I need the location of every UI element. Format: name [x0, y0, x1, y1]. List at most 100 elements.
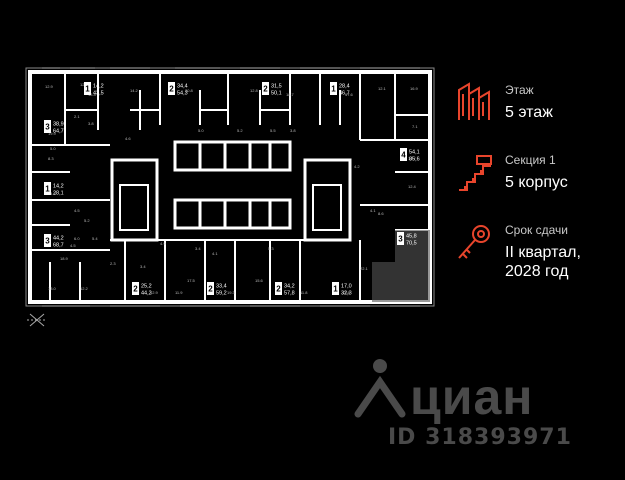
- room-area-label: 12.9: [45, 84, 54, 89]
- room-area-label: 12.9: [150, 290, 159, 295]
- room-area-label: 5.2: [237, 128, 243, 133]
- apartment-rooms: 2: [276, 285, 281, 294]
- apartment-rooms: 2: [208, 285, 213, 294]
- apartment-total-area: 54,3: [177, 91, 188, 97]
- apartment-living-area: 14,2: [93, 84, 104, 90]
- apartment-rooms-box: [207, 282, 214, 295]
- apartment-rooms: 3: [45, 237, 50, 246]
- room-area-label: 20.8: [185, 88, 194, 93]
- room-area-label: 16.9: [410, 86, 419, 91]
- apartment-rooms: 1: [331, 85, 336, 94]
- apartment-total-area: 43,5: [93, 91, 104, 97]
- room-area-label: 5.4: [92, 236, 98, 241]
- apartment-living-area: 34,4: [177, 84, 188, 90]
- apartment-rooms: 2: [263, 85, 268, 94]
- section-value: 5 корпус: [505, 174, 568, 191]
- selected-apartment[interactable]: [372, 262, 430, 302]
- room-area-label: 8.6: [378, 211, 384, 216]
- apartment-living-area: 14,2: [53, 184, 64, 190]
- apartment-rooms: 1: [85, 85, 90, 94]
- room-area-label: 14.2: [48, 191, 57, 196]
- apartment-rooms-box: [44, 182, 51, 195]
- apartment-total-area: 44,2: [141, 291, 152, 297]
- apartment-rooms: 1: [333, 285, 338, 294]
- room-area-label: 11.8: [300, 290, 308, 295]
- apartment-living-area: 25,2: [141, 284, 152, 290]
- room-area-label: 4.6: [125, 136, 131, 141]
- room-area-label: 12.4: [408, 184, 417, 189]
- room-area-label: 15.6: [255, 278, 264, 283]
- apartment-living-area: 45,8: [406, 234, 417, 240]
- apartment-living-area: 17,0: [341, 284, 352, 290]
- room-area-label: 7.1: [412, 124, 418, 129]
- floor-label: Этаж: [505, 83, 534, 97]
- room-area-label: 18.4: [88, 92, 97, 97]
- apartment-rooms-box: [84, 82, 91, 95]
- apartment-total-area: 64,7: [53, 129, 64, 135]
- room-area-label: 5.5: [270, 128, 276, 133]
- apartment-living-area: 44,2: [53, 236, 64, 242]
- room-area-label: 5.0: [50, 146, 56, 151]
- room-area-label: 11.9: [175, 290, 183, 295]
- compass-icon: [27, 313, 47, 327]
- room-area-label: 17.6: [345, 92, 354, 97]
- room-area-label: 5.2: [84, 218, 90, 223]
- room-area-label: 22.1: [360, 266, 369, 271]
- room-area-label: 2.1: [74, 114, 80, 119]
- apartment-total-area: 28,1: [53, 191, 64, 197]
- apartment-living-area: 38,9: [53, 122, 64, 128]
- apartment-rooms: 3: [45, 123, 50, 132]
- apartment-total-area: 46,7: [339, 91, 350, 97]
- apartment-living-area: 54,1: [409, 150, 420, 156]
- room-area-label: 13.0: [48, 286, 57, 291]
- floor-value: 5 этаж: [505, 104, 553, 121]
- room-area-label: 18.7: [286, 92, 295, 97]
- apartment-total-area: 59,2: [216, 291, 227, 297]
- room-area-label: 12.1: [378, 86, 387, 91]
- apartment-living-area: 28,4: [339, 84, 350, 90]
- room-area-label: 5.3: [268, 246, 274, 251]
- apartment-total-area: 68,7: [53, 243, 64, 249]
- apartment-rooms-box: [168, 82, 175, 95]
- apartment-rooms-box: [330, 82, 337, 95]
- room-area-label: 6.0: [74, 236, 80, 241]
- apartment-rooms-box: [132, 282, 139, 295]
- apartment-rooms-box: [332, 282, 339, 295]
- watermark-id: ID 318393971: [388, 425, 572, 450]
- apartment-living-area: 34,2: [284, 284, 295, 290]
- cian-logo-icon: [354, 359, 406, 418]
- room-area-label: 3.4: [140, 264, 146, 269]
- apartment-rooms: 1: [45, 185, 50, 194]
- building-floors-icon: [458, 82, 490, 120]
- room-area-label: 12.8: [250, 88, 259, 93]
- room-area-label: 3.8: [290, 128, 296, 133]
- room-area-label: 3.4: [195, 246, 201, 251]
- room-area-label: 8.3: [48, 156, 54, 161]
- apartment-living-area: 33,4: [216, 284, 227, 290]
- room-area-label: 4.1: [212, 251, 218, 256]
- apartment-rooms-box: [44, 234, 51, 247]
- apartment-total-area: 50,1: [271, 91, 282, 97]
- apartment-rooms-box: [400, 148, 407, 161]
- room-area-label: 4.1: [370, 208, 376, 213]
- building-core: [110, 140, 352, 242]
- room-area-label: 12.2: [80, 286, 89, 291]
- apartment-rooms: 2: [169, 85, 174, 94]
- deadline-value-line1: II квартал,: [505, 244, 581, 261]
